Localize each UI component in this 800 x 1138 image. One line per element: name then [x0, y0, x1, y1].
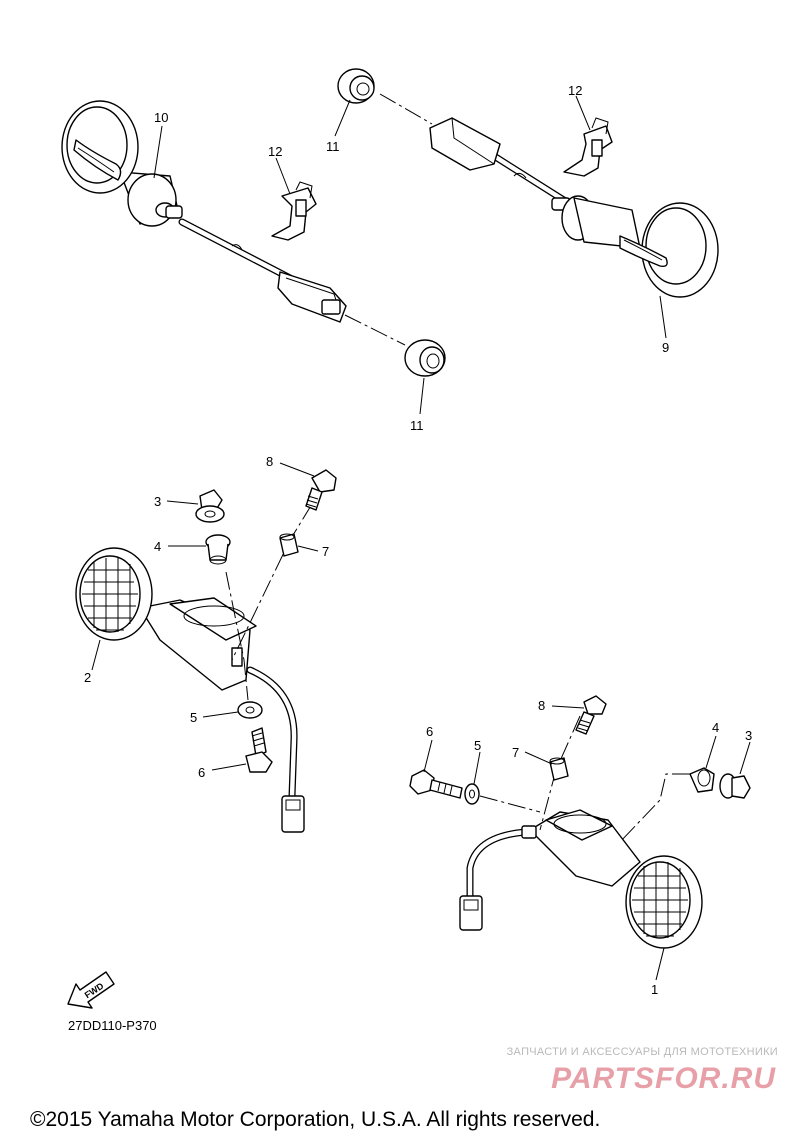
callout-3-left: 3 [154, 494, 161, 509]
callout-4-right: 4 [712, 720, 719, 735]
grommet-4-right [689, 767, 715, 793]
clamp-12-right [563, 117, 613, 177]
flasher-assembly-2 [75, 547, 305, 833]
callout-6-left: 6 [198, 765, 205, 780]
callout-3-right: 3 [745, 728, 752, 743]
nut-3-right [719, 773, 751, 799]
bolt-6-right [409, 769, 463, 799]
callout-11-upper: 11 [326, 139, 340, 154]
clamp-12-left [271, 181, 317, 241]
assembly-line [225, 571, 249, 701]
callout-8-right: 8 [538, 698, 545, 713]
callout-12-left: 12 [268, 144, 282, 159]
callout-11-lower: 11 [410, 418, 424, 433]
nut-3-left [195, 489, 225, 523]
callout-12-right: 12 [568, 83, 582, 98]
callout-4-left: 4 [154, 539, 161, 554]
callout-5-left: 5 [190, 710, 197, 725]
diagram-code: 27DD110-P370 [68, 1018, 157, 1033]
callout-10: 10 [154, 110, 168, 125]
grommet-11-upper [337, 68, 375, 104]
flasher-assembly-1 [459, 809, 703, 949]
spacer-7-right [549, 757, 569, 781]
watermark-tagline: ЗАПЧАСТИ И АКСЕССУАРЫ ДЛЯ МОТОТЕХНИКИ [507, 1046, 778, 1058]
callout-7-left: 7 [322, 544, 329, 559]
callout-numbers: 10 12 11 12 11 9 8 3 4 7 2 5 6 8 6 5 7 4… [84, 83, 752, 997]
callout-2: 2 [84, 670, 91, 685]
callout-9: 9 [662, 340, 669, 355]
fwd-arrow-icon: FWD [67, 971, 115, 1009]
grommet-4-left [205, 534, 231, 565]
grommet-11-lower [404, 339, 446, 377]
bolt-8-right [575, 695, 607, 735]
assembly-line [379, 93, 433, 125]
callout-1: 1 [651, 982, 658, 997]
copyright-notice: ©2015 Yamaha Motor Corporation, U.S.A. A… [30, 1108, 600, 1131]
watermark-logo: PARTSFOR.RU [551, 1062, 776, 1095]
assembly-line [619, 773, 690, 843]
flasher-assembly-9 [429, 117, 719, 298]
leader-lines [91, 95, 751, 981]
bolt-8-left [305, 469, 337, 511]
assembly-line [479, 795, 541, 813]
callout-8-left: 8 [266, 454, 273, 469]
assembly-line [344, 314, 406, 346]
callout-6-right: 6 [426, 724, 433, 739]
callout-5-right: 5 [474, 738, 481, 753]
washer-5-right [464, 783, 480, 805]
callout-7-right: 7 [512, 745, 519, 760]
flasher-assembly-10 [61, 100, 347, 323]
bolt-6-left [245, 727, 273, 773]
washer-5-left [237, 701, 263, 719]
spacer-7-left [279, 533, 299, 557]
